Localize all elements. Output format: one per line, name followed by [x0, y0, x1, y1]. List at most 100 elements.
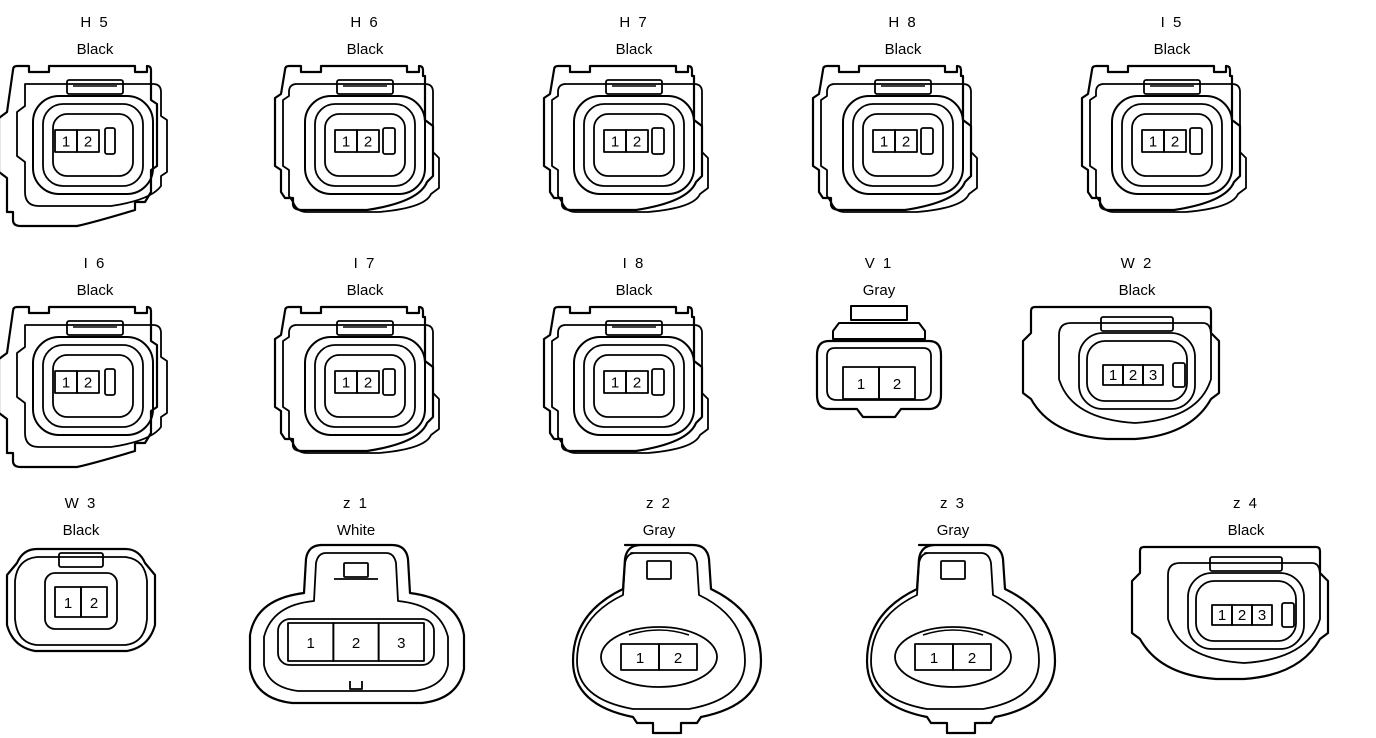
keying-tab	[651, 127, 665, 155]
recess-inner	[1086, 340, 1188, 402]
recess-outer	[1078, 332, 1196, 410]
connector-id: W 3	[64, 495, 98, 512]
housing-inner	[14, 556, 148, 646]
terminal-cavity	[1251, 604, 1273, 626]
pin-number: 1	[611, 133, 619, 150]
pin-number: 2	[968, 650, 976, 667]
terminal-cavity	[1163, 129, 1187, 153]
recess-outer	[1187, 572, 1305, 650]
connector-id: H 7	[619, 14, 649, 31]
connector-color: Black	[884, 41, 922, 58]
pin-number: 1	[1218, 607, 1226, 624]
pin-number: 2	[893, 376, 901, 393]
terminal-cavity	[377, 622, 425, 662]
latch	[58, 552, 104, 568]
pin-number: 1	[636, 650, 644, 667]
recess-face	[44, 572, 118, 630]
connector-color: White	[336, 522, 376, 539]
recess-face	[52, 113, 134, 177]
connector-id: I 7	[353, 255, 377, 272]
recess-inner	[314, 103, 416, 187]
pin-number: 3	[1258, 607, 1266, 624]
connector-color: Black	[1153, 41, 1191, 58]
recess-face	[52, 354, 134, 418]
pin-number: 2	[633, 374, 641, 391]
latch	[605, 320, 663, 336]
connector-id: z 1	[342, 495, 369, 512]
pin-number: 1	[1109, 367, 1117, 384]
housing-inner-outline	[282, 83, 440, 213]
terminal-cavity	[76, 129, 100, 153]
recess-outer	[32, 95, 154, 195]
housing-inner-outline	[263, 552, 449, 692]
latch	[1100, 316, 1174, 332]
recess-outer	[1111, 95, 1233, 195]
latch	[605, 79, 663, 95]
terminal-cavity	[878, 366, 916, 400]
terminal-cavity	[894, 129, 918, 153]
latch	[66, 79, 124, 95]
pin-number: 2	[84, 374, 92, 391]
latch	[874, 79, 932, 95]
housing-inner-outline	[1167, 562, 1321, 664]
keying-tab	[382, 127, 396, 155]
housing-outline	[865, 543, 1057, 735]
housing-outline	[571, 543, 763, 735]
housing-outline	[1130, 545, 1330, 681]
pin-number: 2	[674, 650, 682, 667]
recess-face	[593, 113, 675, 177]
connector-id: z 4	[1232, 495, 1259, 512]
recess-outer	[842, 95, 964, 195]
bottom-key	[349, 681, 363, 690]
terminal-cavity	[76, 370, 100, 394]
recess-face	[1131, 113, 1213, 177]
housing-outline	[273, 305, 435, 453]
housing-outline	[1021, 305, 1221, 441]
pin-number: 2	[364, 374, 372, 391]
pin-number: 2	[90, 595, 98, 612]
recess-outer	[32, 336, 154, 436]
connector-color: Gray	[936, 522, 970, 539]
connector-id: W 2	[1120, 255, 1154, 272]
latch-base	[832, 322, 926, 340]
housing-outline	[248, 543, 466, 705]
recess-arc	[628, 629, 690, 636]
keying-tab	[651, 368, 665, 396]
recess-face	[324, 354, 406, 418]
connector-id: z 2	[645, 495, 672, 512]
recess-inner	[1121, 103, 1223, 187]
terminal-cavity	[80, 586, 108, 618]
keying-tab	[382, 368, 396, 396]
latch	[336, 320, 394, 336]
connector-color: Black	[615, 41, 653, 58]
recess-outer	[304, 336, 426, 436]
terminal-cavity	[356, 129, 380, 153]
pin-number: 2	[352, 635, 360, 652]
housing-inner-outline	[551, 83, 709, 213]
pin-number: 2	[633, 133, 641, 150]
pin-number: 2	[1171, 133, 1179, 150]
pin-number: 1	[611, 374, 619, 391]
latch-top	[850, 305, 908, 321]
keying-tab	[1281, 602, 1295, 628]
connector-color: Gray	[642, 522, 676, 539]
housing-outline	[811, 64, 973, 212]
recess-outer	[600, 626, 718, 688]
